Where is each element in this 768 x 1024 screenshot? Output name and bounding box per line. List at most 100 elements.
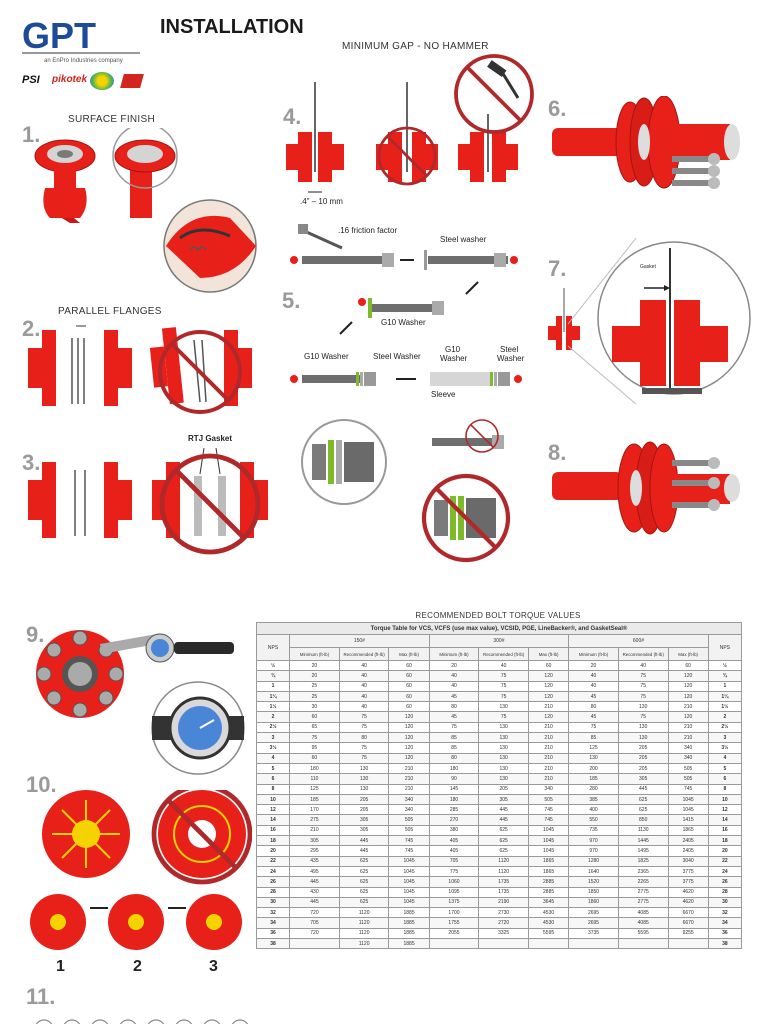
torque-cell: 625 <box>338 865 390 878</box>
torque-cell: 295 <box>289 845 340 857</box>
torque-cell: 1045 <box>527 845 570 857</box>
torque-cell: 2695 <box>568 917 619 929</box>
step-1-label: SURFACE FINISH <box>68 114 155 125</box>
torque-table-wrapper: Torque Table for VCS, VCFS (use max valu… <box>256 622 742 1024</box>
torque-cell: 210 <box>527 701 570 713</box>
subheader-cell: Minimum (ft-lb) <box>289 647 340 661</box>
torque-cell: 120 <box>388 742 430 754</box>
torque-cell: 180 <box>428 762 480 775</box>
torque-cell: 3775 <box>667 865 709 878</box>
torque-cell <box>568 938 619 950</box>
nps-cell: 3½ <box>707 742 742 754</box>
torque-cell: 705 <box>428 855 480 867</box>
torque-cell: 130 <box>338 773 390 785</box>
class-header-600: 600# <box>568 634 709 648</box>
torque-cell: 340 <box>667 752 709 764</box>
torque-cell: 75 <box>338 711 390 723</box>
step-8-illustration <box>552 441 740 535</box>
torque-cell: 705 <box>289 917 340 929</box>
torque-cell: 210 <box>388 762 430 775</box>
torque-cell: 20 <box>568 659 619 672</box>
nps-cell: 3 <box>256 732 291 744</box>
step-11-number: 11. <box>26 984 56 1009</box>
torque-cell: 505 <box>527 793 570 806</box>
torque-cell: 210 <box>388 783 430 795</box>
torque-cell: 75 <box>289 732 340 744</box>
torque-cell: 75 <box>617 670 669 682</box>
torque-cell: 1045 <box>527 835 570 847</box>
torque-cell: 85 <box>568 732 619 744</box>
torque-cell: 745 <box>527 814 570 826</box>
tagline: an EnPro Industries company <box>44 58 123 64</box>
torque-cell: 130 <box>478 773 529 785</box>
red-brand-logo <box>120 74 144 88</box>
sequence-label-1: 1 <box>56 958 65 975</box>
page-title: INSTALLATION <box>160 16 304 38</box>
torque-cell: 210 <box>527 762 570 775</box>
nps-cell: 28 <box>256 886 291 898</box>
torque-cell: 40 <box>338 659 390 672</box>
torque-cell: 75 <box>338 742 390 754</box>
torque-cell: 1825 <box>617 855 669 867</box>
torque-cell: 80 <box>428 752 480 764</box>
torque-cell: 65 <box>289 721 340 734</box>
flanges-min-gap-correct <box>286 82 344 193</box>
nps-cell: 5 <box>256 762 291 775</box>
torque-cell: 430 <box>289 886 340 898</box>
nps-cell: 20 <box>256 845 291 857</box>
torque-cell: 170 <box>289 804 340 816</box>
torque-cell: 2190 <box>478 896 529 909</box>
washer-detail-zoom-incorrect <box>424 476 508 560</box>
torque-cell: 1280 <box>568 855 619 867</box>
rtj-gasket-incorrect <box>152 448 268 552</box>
pikotek-logo: pikotek <box>52 74 88 85</box>
nps-cell: 2 <box>707 711 742 723</box>
torque-cell: 40 <box>338 670 390 682</box>
torque-cell: 60 <box>388 680 430 692</box>
torque-cell: 380 <box>428 824 480 837</box>
nps-header-right: NPS <box>707 634 742 661</box>
torque-cell: 1700 <box>428 907 480 919</box>
nps-cell: 16 <box>256 824 291 837</box>
torque-cell: 210 <box>527 773 570 785</box>
step-9-illustration <box>36 630 245 775</box>
torque-cell: 445 <box>289 876 340 888</box>
torque-cell: 205 <box>617 742 669 754</box>
nps-cell: ¾ <box>256 670 291 682</box>
torque-cell: 120 <box>667 690 709 703</box>
torque-cell: 495 <box>289 865 340 878</box>
torque-cell: 1045 <box>388 876 430 888</box>
bolt-with-g10-washer <box>358 298 444 318</box>
step-10-illustration <box>30 790 252 950</box>
torque-cell: 120 <box>527 690 570 703</box>
torque-cell: 3735 <box>568 927 619 940</box>
torque-cell: 305 <box>617 773 669 785</box>
step-2-illustration <box>28 325 252 414</box>
colorful-brand-logo <box>90 72 114 90</box>
g10-washer-label-b: G10 Washer <box>304 352 349 361</box>
washer-detail-zoom-correct <box>301 419 387 505</box>
torque-cell: 305 <box>478 793 529 806</box>
nps-cell: 10 <box>707 793 742 806</box>
torque-cell: 1130 <box>617 824 669 837</box>
torque-cell: 205 <box>478 783 529 795</box>
torque-cell: 210 <box>667 732 709 744</box>
torque-cell: 1415 <box>667 814 709 826</box>
nps-cell: 14 <box>256 814 291 826</box>
torque-cell: 1735 <box>478 876 529 888</box>
subheader-row: Minimum (ft-lb)Recommended (ft-lb)Max (f… <box>257 647 742 661</box>
torque-cell <box>527 938 570 950</box>
torque-cell: 445 <box>338 835 390 847</box>
torque-cell <box>617 938 669 950</box>
torque-cell: 120 <box>527 711 570 723</box>
torque-cell: 40 <box>617 659 669 672</box>
